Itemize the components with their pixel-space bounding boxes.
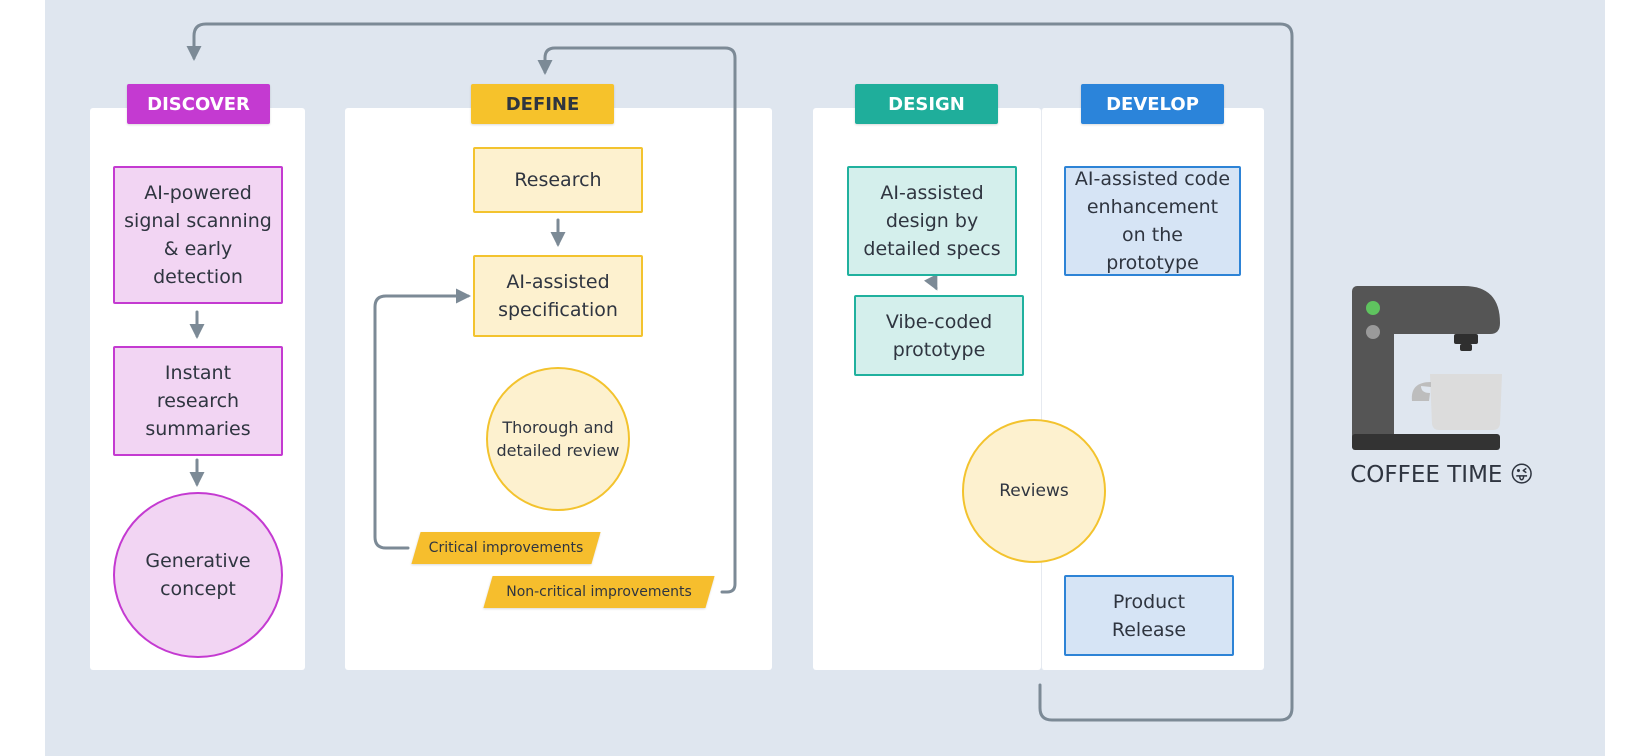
arrow-design-to-prototype: [923, 273, 938, 291]
product-release-node: Product Release: [1064, 575, 1234, 656]
phase-tag-discover: DISCOVER: [127, 84, 270, 124]
generative-concept-node: Generative concept: [113, 492, 283, 658]
critical-improvements-tag: Critical improvements: [411, 532, 601, 564]
loop-arrow-develop-to-discover: [186, 22, 1294, 722]
phase-tag-design: DESIGN: [855, 84, 998, 124]
specification-node: AI-assisted specification: [473, 255, 643, 337]
research-summaries-node: Instant research summaries: [113, 346, 283, 456]
coffee-time-label: COFFEE TIME 😜: [1350, 462, 1534, 488]
critical-improvements-label: Critical improvements: [428, 540, 584, 556]
ai-design-node: AI-assisted design by detailed specs: [847, 166, 1017, 276]
review-node: Thorough and detailed review: [486, 367, 630, 511]
loop-arrow-noncritical-to-define: [537, 46, 737, 594]
non-critical-improvements-label: Non-critical improvements: [506, 584, 692, 600]
phase-tag-define: DEFINE: [471, 84, 614, 124]
research-node: Research: [473, 147, 643, 213]
non-critical-improvements-tag: Non-critical improvements: [483, 576, 715, 608]
loop-arrow-critical-to-spec: [373, 288, 471, 550]
coffee-machine-icon: [1352, 286, 1502, 450]
prototype-node: Vibe-coded prototype: [854, 295, 1024, 376]
code-enhancement-node: AI-assisted code enhancement on the prot…: [1064, 166, 1241, 276]
phase-tag-develop: DEVELOP: [1081, 84, 1224, 124]
signal-scanning-node: AI-powered signal scanning & early detec…: [113, 166, 283, 304]
reviews-node: Reviews: [962, 419, 1106, 563]
